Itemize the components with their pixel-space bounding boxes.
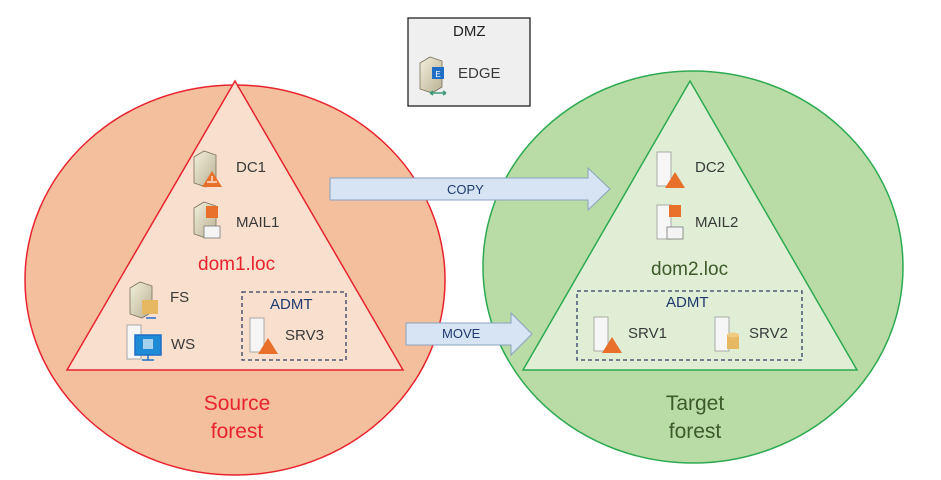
source-admt-title: ADMT — [270, 296, 313, 313]
exchange-mail-server-icon — [656, 204, 684, 240]
source-admt-box — [241, 291, 347, 361]
move-arrow-label: MOVE — [442, 326, 481, 341]
server-label-fs: FS — [170, 289, 190, 306]
domain-controller-icon — [593, 316, 622, 353]
move-arrow[interactable] — [405, 311, 533, 357]
server-label-mail1: MAIL1 — [236, 214, 280, 231]
source-forest-title-line2: forest — [210, 420, 264, 443]
server-label-srv2: SRV2 — [749, 325, 788, 342]
server-label-ws: WS — [171, 336, 196, 353]
domain-controller-icon — [193, 150, 222, 188]
server-label-dc2: DC2 — [695, 159, 726, 176]
target-domain-name: dom2.loc — [651, 259, 729, 280]
database-server-icon — [714, 316, 739, 352]
target-admt-box — [576, 290, 803, 361]
domain-controller-icon — [249, 317, 278, 354]
target-forest-title-line1: Target — [665, 392, 725, 415]
exchange-edge-server-icon: E — [419, 56, 447, 96]
copy-arrow-label: COPY — [447, 182, 484, 197]
svg-text:E: E — [435, 70, 440, 79]
workstation-icon — [126, 324, 162, 361]
copy-arrow[interactable] — [329, 166, 611, 212]
dmz-title: DMZ — [453, 23, 486, 40]
server-label-srv3: SRV3 — [285, 327, 324, 344]
target-forest-title-line2: forest — [668, 420, 722, 443]
file-server-icon — [129, 281, 158, 319]
source-forest-title: Source forest — [199, 390, 275, 446]
server-label-srv1: SRV1 — [628, 325, 667, 342]
target-forest-title: Target forest — [657, 390, 733, 446]
server-label-mail2: MAIL2 — [695, 214, 739, 231]
target-admt-title: ADMT — [666, 294, 709, 311]
server-label-dc1: DC1 — [236, 159, 267, 176]
target-domain-triangle — [521, 79, 859, 371]
domain-controller-icon — [656, 151, 685, 188]
source-domain-name: dom1.loc — [198, 254, 276, 275]
server-label-edge: EDGE — [458, 65, 501, 82]
exchange-mail-server-icon — [193, 201, 221, 239]
source-forest-title-line1: Source — [203, 392, 271, 415]
